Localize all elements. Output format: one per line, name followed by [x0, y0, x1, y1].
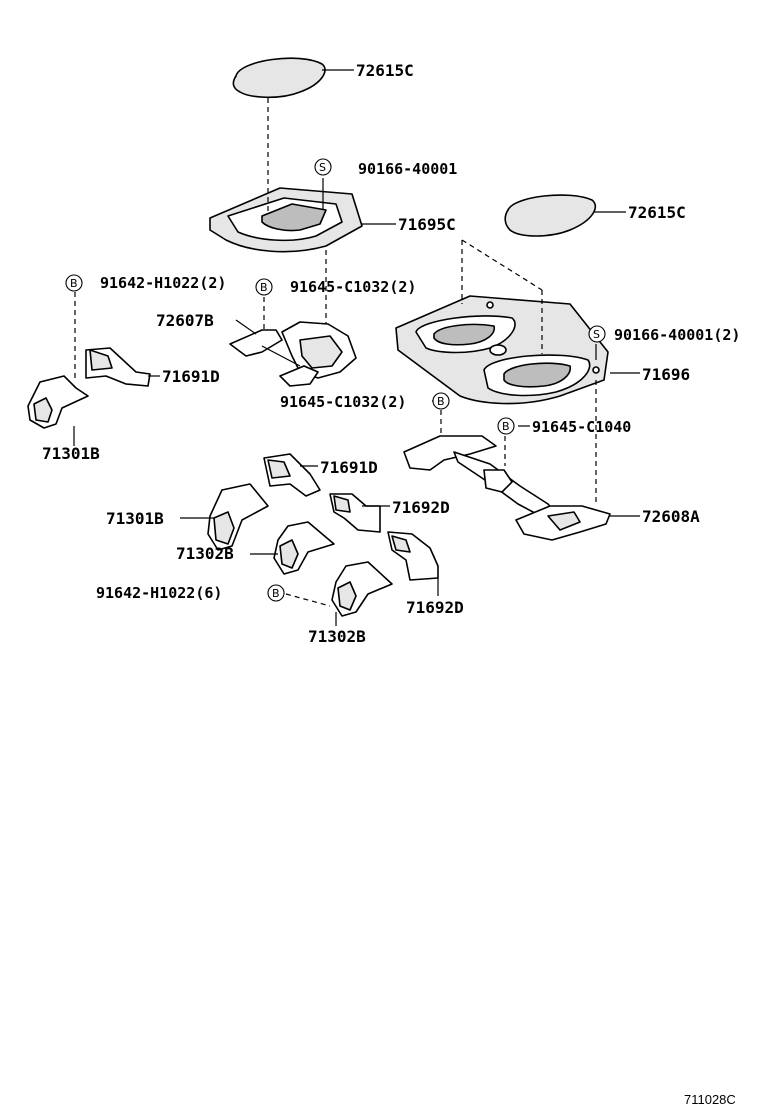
clip-71692d-lower-part: [387, 531, 439, 581]
clip-71301b-left-part: [27, 375, 89, 429]
callout-72607b: 72607B: [156, 311, 214, 330]
bracket-72608a-part: [403, 435, 611, 541]
callout-72615c-right: 72615C: [628, 203, 686, 222]
pad-top-part: [232, 57, 326, 99]
callout-71302b-mid: 71302B: [176, 544, 234, 563]
callout-91642-h1022-2: B 91642-H1022(2): [65, 274, 226, 292]
callout-label: 91642-H1022(2): [100, 274, 226, 292]
callout-label: 90166-40001: [358, 160, 457, 178]
bezel-part: [209, 187, 363, 253]
callout-91642-h1022-6: 91642-H1022(6) B: [96, 584, 285, 602]
clip-71302b-mid-part: [273, 521, 335, 575]
bolt-symbol: B: [437, 395, 445, 408]
callout-label: 91645-C1032(2): [290, 278, 416, 296]
clip-71691d-mid-part: [263, 453, 321, 497]
pad-right-part: [504, 194, 597, 237]
callout-72608a: 72608A: [642, 507, 700, 526]
bolt-symbol: B: [502, 420, 510, 433]
callout-71302b-lower: 71302B: [308, 627, 366, 646]
callout-label: 90166-40001(2): [614, 326, 740, 344]
callout-71301b-mid: 71301B: [106, 509, 164, 528]
bolt-symbol: B: [70, 277, 78, 290]
console-bezel-part: [395, 295, 609, 405]
callout-90166-40001-2: S 90166-40001(2): [588, 325, 740, 344]
callout-71692d-upper: 71692D: [392, 498, 450, 517]
clip-71691d-left-part: [85, 347, 151, 387]
callout-label: 91645-C1032(2): [280, 393, 406, 411]
clip-71692d-upper-part: [329, 493, 381, 533]
clip-71302b-lower-part: [331, 561, 393, 617]
leader-lines: [73, 69, 640, 626]
callout-71301b-left: 71301B: [42, 444, 100, 463]
callout-72615c-top: 72615C: [356, 61, 414, 80]
callout-91645-c1032-top: B 91645-C1032(2): [255, 278, 416, 296]
screw-symbol: S: [593, 328, 600, 341]
callout-71691d-mid: 71691D: [320, 458, 378, 477]
bolt-symbol: B: [260, 281, 268, 294]
callout-91645-c1040: B 91645-C1040: [497, 417, 631, 436]
bolt-symbol: B: [272, 587, 280, 600]
callout-90166-40001: S 90166-40001: [314, 158, 457, 178]
screw-symbol: S: [319, 161, 326, 174]
callout-label: 91645-C1040: [532, 418, 631, 436]
callout-91645-c1032-mid: 91645-C1032(2) B: [280, 392, 450, 411]
bracket-72607b-part: [229, 321, 357, 387]
callout-label: 91642-H1022(6): [96, 584, 222, 602]
callout-71696: 71696: [642, 365, 690, 384]
callout-71695c: 71695C: [398, 215, 456, 234]
callout-71691d-left: 71691D: [162, 367, 220, 386]
clip-71301b-mid-part: [207, 483, 269, 551]
callout-71692d-lower: 71692D: [406, 598, 464, 617]
figure-id: 711028C: [684, 1092, 736, 1107]
